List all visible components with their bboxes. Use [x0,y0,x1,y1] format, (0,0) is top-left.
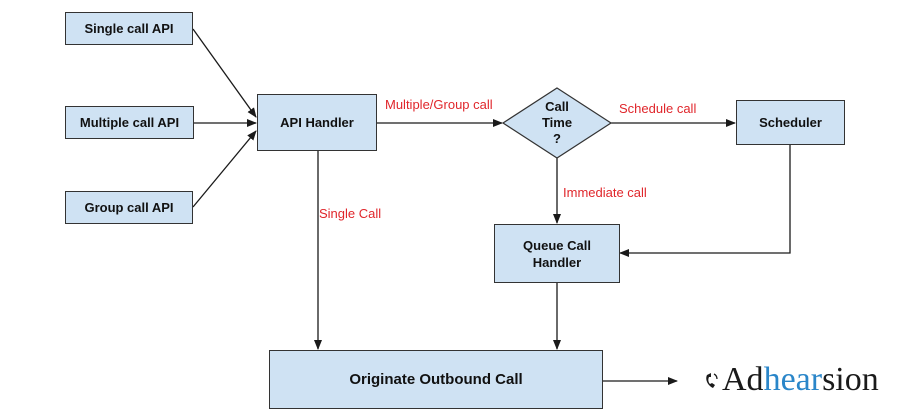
adhearsion-phone-icon [706,373,718,388]
call-time-decision-shape [501,87,613,159]
scheduler-label: Scheduler [759,115,822,130]
call-time-line-3: ? [553,131,561,146]
logo-text-part-3: sion [822,361,879,398]
single-call-api-node: Single call API [65,12,193,45]
arrow-scheduler-to-queue [619,145,791,257]
originate-outbound-call-node: Originate Outbound Call [269,350,603,409]
single-call-api-label: Single call API [84,21,174,36]
call-time-line-1: Call [545,99,569,114]
edge-label-multiple-group-call: Multiple/Group call [385,97,493,112]
originate-outbound-call-label: Originate Outbound Call [349,371,523,388]
multiple-call-api-label: Multiple call API [79,115,180,130]
api-handler-label: API Handler [280,115,354,130]
call-time-decision-label: Call Time ? [527,99,587,147]
queue-call-handler-line-2: Handler [532,254,582,270]
multiple-call-api-node: Multiple call API [65,106,194,139]
edge-label-single-call: Single Call [319,206,382,221]
api-handler-node: API Handler [257,94,377,151]
edge-label-immediate-call: Immediate call [563,185,647,200]
arrow-group-to-handler [192,130,257,208]
group-call-api-node: Group call API [65,191,193,224]
logo-text-part-2: hear [763,361,823,398]
queue-call-handler-line-1: Queue Call [523,237,591,253]
call-time-line-2: Time [541,115,573,130]
arrow-single-to-handler [192,28,257,118]
logo-text-part-1: Ad [722,361,764,398]
edge-label-schedule-call: Schedule call [619,101,697,116]
group-call-api-label: Group call API [84,200,174,215]
scheduler-node: Scheduler [736,100,845,145]
queue-call-handler-node: Queue Call Handler [494,224,620,283]
